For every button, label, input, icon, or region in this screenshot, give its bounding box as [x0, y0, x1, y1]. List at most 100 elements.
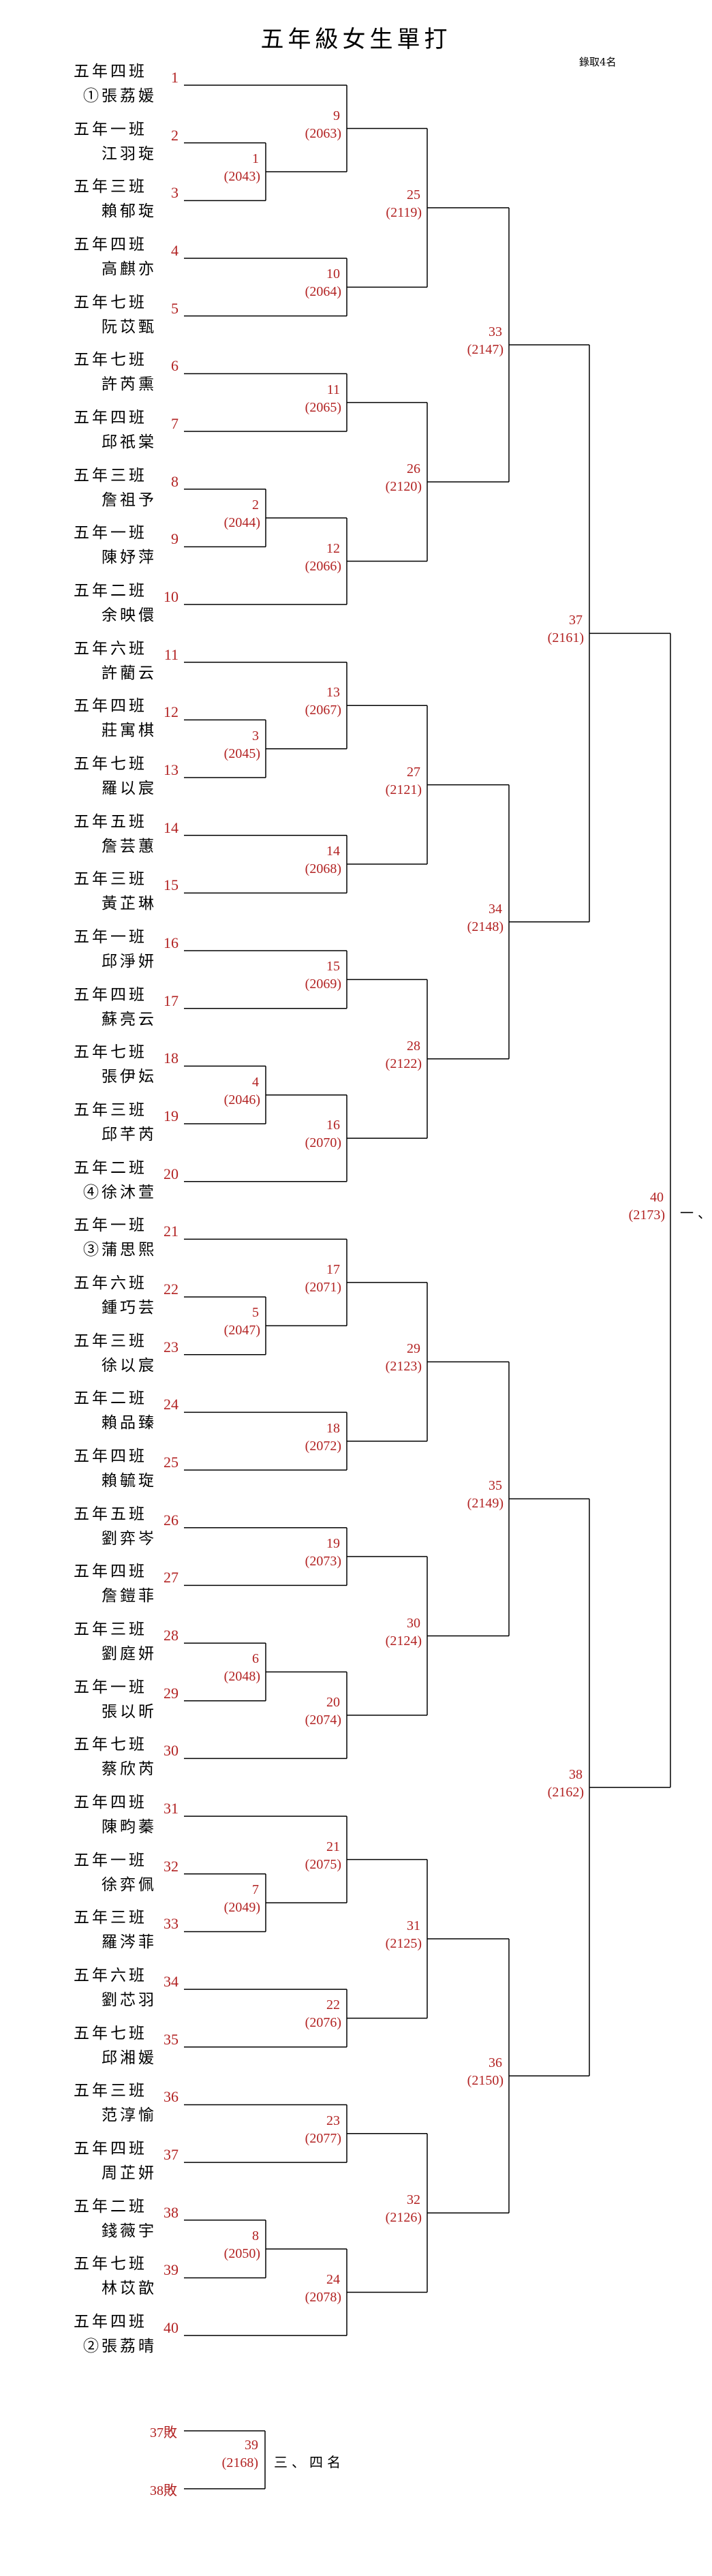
quota-note: 錄取4名: [579, 56, 617, 68]
player-number: 16: [164, 934, 179, 952]
player-name: ②張荔晴: [83, 2337, 157, 2356]
player-name: 高麒亦: [102, 260, 157, 278]
player-class: 五年四班: [74, 985, 147, 1004]
match-code: (2072): [305, 1438, 341, 1454]
player-name: 張以昕: [102, 1702, 157, 1721]
player-name: 莊寓棋: [102, 722, 157, 740]
match-code: (2046): [223, 1092, 260, 1107]
player-number: 26: [164, 1511, 179, 1529]
player-name: 林苡歆: [102, 2280, 157, 2298]
match-code: (2121): [385, 782, 422, 797]
player-class: 五年四班: [74, 63, 147, 80]
player-class: 五年三班: [74, 1101, 147, 1120]
match-code: (2045): [223, 746, 260, 761]
player-class: 五年三班: [74, 1621, 147, 1639]
player-name: 余映儇: [102, 607, 157, 625]
player-name: 陳畇蓁: [102, 1818, 157, 1837]
third-place-match-number: 39: [245, 2438, 258, 2453]
player-number: 6: [171, 357, 179, 375]
player-number: 28: [164, 1627, 179, 1644]
match-code: (2122): [385, 1056, 422, 1071]
match-number: 27: [407, 764, 420, 780]
match-number: 7: [252, 1882, 259, 1898]
player-class: 五年四班: [74, 409, 147, 427]
player-class: 五年七班: [74, 2024, 147, 2042]
player-name: 蔡欣芮: [102, 1760, 157, 1779]
player-name: 劉弈岑: [102, 1529, 157, 1548]
third-fourth-place-label: 三、四名: [274, 2454, 345, 2470]
player-number: 7: [171, 415, 179, 433]
match-code: (2066): [305, 558, 341, 574]
player-number: 33: [164, 1915, 179, 1933]
match-code: (2077): [305, 2130, 341, 2146]
player-name: 賴品臻: [102, 1414, 157, 1432]
match-number: 12: [326, 540, 340, 556]
match-code: (2119): [386, 204, 422, 220]
player-class: 五年四班: [74, 2313, 147, 2331]
player-number: 22: [164, 1281, 179, 1298]
match-code: (2048): [223, 1669, 260, 1685]
player-class: 五年五班: [74, 812, 147, 831]
match-code: (2050): [223, 2246, 260, 2262]
player-number: 20: [164, 1165, 179, 1182]
match-code: (2148): [467, 919, 504, 934]
player-number: 13: [164, 761, 179, 779]
player-number: 24: [164, 1396, 179, 1413]
player-name: ①張荔媛: [83, 87, 157, 105]
player-number: 3: [171, 184, 179, 202]
player-number: 8: [171, 472, 179, 490]
player-name: 羅涔菲: [102, 1933, 157, 1952]
player-name: 蘇亮云: [102, 1010, 157, 1028]
match-number: 16: [326, 1118, 340, 1133]
third-place-top-label: 37敗: [150, 2425, 177, 2440]
player-class: 五年七班: [74, 1736, 147, 1754]
player-class: 五年三班: [74, 466, 147, 485]
player-name: 黃芷琳: [102, 895, 157, 913]
third-place-match-code: (2168): [221, 2455, 258, 2470]
player-number: 17: [164, 992, 179, 1009]
player-name: 范淳愉: [102, 2106, 157, 2125]
player-class: 五年七班: [74, 351, 147, 369]
player-name: 陳妤萍: [102, 549, 157, 567]
match-code: (2068): [305, 861, 341, 877]
match-code: (2076): [305, 2015, 341, 2031]
player-number: 9: [171, 530, 179, 548]
player-name: 羅以宸: [102, 780, 157, 798]
match-code: (2161): [547, 630, 584, 646]
player-name: ③蒲思熙: [83, 1241, 157, 1259]
match-code: (2150): [467, 2073, 504, 2089]
player-name: 徐弈佩: [102, 1875, 157, 1894]
player-number: 34: [164, 1973, 179, 1991]
player-class: 五年四班: [74, 236, 147, 254]
player-name: 詹鎧菲: [102, 1587, 157, 1606]
player-number: 35: [164, 2030, 179, 2048]
match-number: 30: [407, 1615, 420, 1631]
match-number: 8: [252, 2228, 259, 2244]
match-code: (2149): [467, 1496, 504, 1512]
player-number: 19: [164, 1107, 179, 1125]
player-class: 五年四班: [74, 1447, 147, 1466]
match-code: (2074): [305, 1712, 341, 1728]
player-class: 五年四班: [74, 1794, 147, 1812]
player-class: 五年三班: [74, 1332, 147, 1350]
match-number: 33: [489, 324, 502, 339]
player-name: 邱湘媛: [102, 2049, 157, 2067]
match-code: (2078): [305, 2289, 341, 2305]
match-number: 22: [326, 1997, 340, 2013]
player-name: 邱祇棠: [102, 433, 157, 452]
player-number: 15: [164, 876, 179, 894]
match-code: (2173): [628, 1208, 665, 1223]
player-name: 周芷妍: [102, 2164, 157, 2183]
player-number: 29: [164, 1684, 179, 1702]
match-code: (2047): [223, 1323, 260, 1338]
match-number: 2: [252, 497, 259, 513]
match-number: 9: [333, 108, 340, 123]
page-title: 五年級女生單打: [260, 26, 452, 53]
player-number: 38: [164, 2203, 179, 2221]
player-number: 37: [164, 2146, 179, 2164]
player-name: 徐以宸: [102, 1356, 157, 1375]
match-code: (2049): [223, 1900, 260, 1916]
player-class: 五年三班: [74, 178, 147, 196]
